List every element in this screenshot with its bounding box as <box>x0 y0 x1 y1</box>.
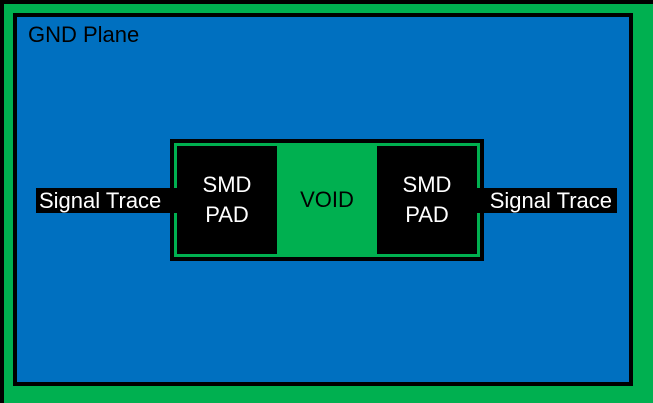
smd-pad-right-line1: SMD <box>402 172 452 197</box>
signal-trace-right: Signal Trace <box>453 188 617 213</box>
signal-trace-left-label: Signal Trace <box>39 187 162 213</box>
signal-trace-right-label: Signal Trace <box>489 187 612 213</box>
smd-pad-left-line2: PAD <box>205 202 249 227</box>
pad-void-block: SMD PAD VOID SMD PAD <box>170 139 484 261</box>
smd-pad-right-line2: PAD <box>405 202 449 227</box>
smd-pad-left: SMD PAD <box>177 146 277 254</box>
void-region: VOID <box>277 146 377 254</box>
smd-pad-left-line1: SMD <box>202 172 252 197</box>
gnd-plane-label: GND Plane <box>28 22 140 47</box>
signal-trace-left: Signal Trace <box>36 188 200 213</box>
pad-block-content: SMD PAD VOID SMD PAD <box>177 146 477 254</box>
void-label: VOID <box>300 187 354 212</box>
